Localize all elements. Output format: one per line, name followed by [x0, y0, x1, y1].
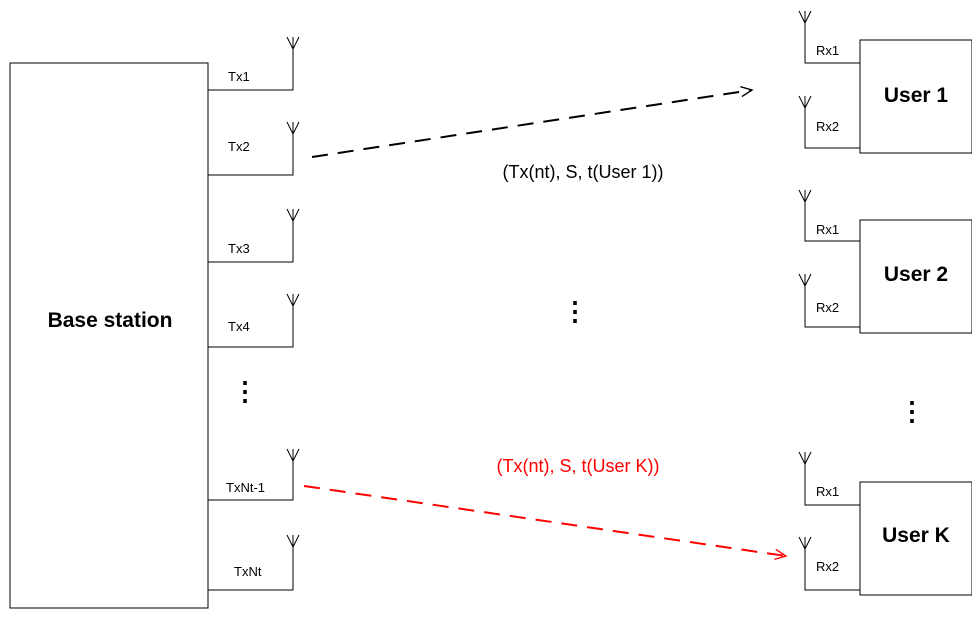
dashed-arrow — [311, 86, 754, 158]
user-2: User 2 Rx1 Rx2 — [798, 189, 972, 334]
link-user-k: (Tx(nt), S, t(User K)) — [303, 456, 788, 561]
users-ellipsis: ⋮ — [899, 396, 925, 426]
rx-label: Rx2 — [816, 559, 839, 574]
rx-label: Rx2 — [816, 119, 839, 134]
antenna-icon — [798, 95, 812, 110]
antenna-icon — [286, 534, 300, 549]
tx-label: TxNt — [234, 564, 262, 579]
link-label: (Tx(nt), S, t(User 1)) — [503, 162, 664, 182]
dashed-arrow-red — [303, 485, 788, 561]
user-label: User K — [882, 524, 950, 547]
rx-label: Rx2 — [816, 300, 839, 315]
antenna-icon — [286, 293, 300, 308]
tx-antenna: TxNt-1 — [208, 448, 300, 501]
user-box — [859, 219, 972, 334]
tx-antenna: Tx2 — [208, 121, 300, 176]
antenna-icon — [798, 451, 812, 466]
user-1: User 1 Rx1 Rx2 — [798, 10, 972, 154]
rx-label: Rx1 — [816, 222, 839, 237]
tx-label: TxNt-1 — [226, 480, 265, 495]
tx-antenna: Tx4 — [208, 293, 300, 348]
user-box — [859, 481, 972, 596]
user-box — [859, 39, 972, 154]
tx-antenna: Tx1 — [208, 36, 300, 91]
tx-ellipsis: ⋮ — [232, 376, 258, 406]
base-station-label: Base station — [48, 309, 173, 332]
rx-label: Rx1 — [816, 484, 839, 499]
antenna-icon — [286, 448, 300, 463]
tx-antenna-group: Tx1 Tx2 Tx3 Tx4 TxNt-1 TxNt ⋮ — [208, 36, 300, 591]
user-label: User 2 — [884, 263, 948, 286]
user-k: User K Rx1 Rx2 — [798, 451, 972, 596]
antenna-icon — [286, 121, 300, 136]
antenna-icon — [798, 10, 812, 25]
tx-label: Tx2 — [228, 139, 250, 154]
antenna-icon — [798, 273, 812, 288]
base-station-box — [9, 62, 209, 609]
rx-label: Rx1 — [816, 43, 839, 58]
tx-label: Tx4 — [228, 319, 250, 334]
antenna-icon — [798, 189, 812, 204]
base-station: Base station — [9, 62, 209, 609]
link-label-red: (Tx(nt), S, t(User K)) — [497, 456, 660, 476]
middle-ellipsis: ⋮ — [562, 296, 588, 326]
antenna-icon — [286, 208, 300, 223]
tx-label: Tx3 — [228, 241, 250, 256]
link-user-1: (Tx(nt), S, t(User 1)) — [311, 86, 754, 182]
tx-antenna: Tx3 — [208, 208, 300, 263]
user-label: User 1 — [884, 84, 949, 107]
antenna-icon — [798, 536, 812, 551]
tx-antenna: TxNt — [208, 534, 300, 591]
antenna-icon — [286, 36, 300, 51]
tx-label: Tx1 — [228, 69, 250, 84]
